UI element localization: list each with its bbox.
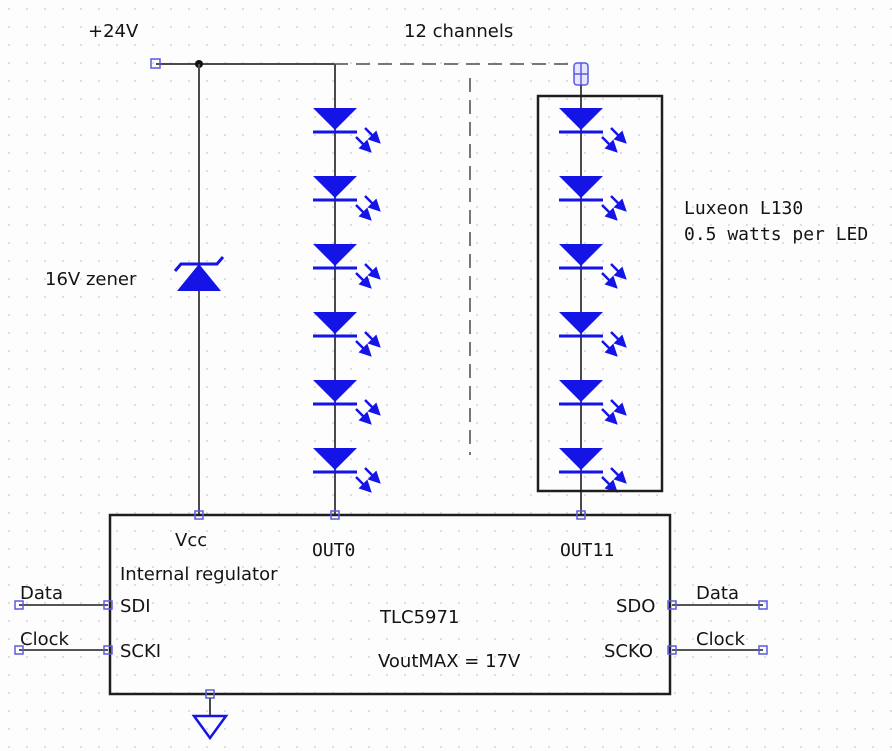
clock-in-wire [14, 645, 113, 655]
light-emission-arrow [601, 272, 618, 289]
supply-label: +24V [88, 21, 139, 42]
clock-in-label: Clock [20, 629, 69, 650]
led-diode-icon [313, 108, 381, 153]
light-emission-arrow [355, 340, 372, 357]
led-power-label: 0.5 watts per LED [684, 224, 868, 245]
light-emission-arrow [355, 476, 372, 493]
led-string-out0 [313, 64, 381, 515]
led-diode-icon [313, 312, 381, 357]
light-emission-arrow [610, 263, 627, 280]
supply-pin-icon [150, 58, 161, 69]
data-out-wire [667, 600, 768, 610]
light-emission-arrow [355, 136, 372, 153]
led-part-label: Luxeon L130 [684, 198, 803, 219]
data-in-wire [14, 600, 113, 610]
light-emission-arrow [364, 263, 381, 280]
light-emission-arrow [364, 127, 381, 144]
data-in-label: Data [20, 583, 63, 604]
led-diode-icon [559, 380, 627, 425]
light-emission-arrow [610, 127, 627, 144]
light-emission-arrow [364, 195, 381, 212]
light-emission-arrow [355, 408, 372, 425]
pin-scki-label: SCKI [120, 641, 161, 662]
pin-vcc-label: Vcc [175, 530, 207, 551]
light-emission-arrow [610, 331, 627, 348]
led-diode-icon [559, 448, 627, 493]
light-emission-arrow [610, 399, 627, 416]
zener-diode-icon [173, 256, 225, 291]
light-emission-arrow [601, 408, 618, 425]
pin-scko-label: SCKO [604, 641, 653, 662]
light-emission-arrow [601, 476, 618, 493]
pin-out0-label: OUT0 [312, 540, 355, 561]
clock-out-wire [667, 645, 768, 655]
led-diode-icon [559, 244, 627, 289]
led-diode-icon [313, 176, 381, 221]
regulator-label: Internal regulator [120, 564, 278, 585]
zener-label: 16V zener [45, 269, 137, 290]
led-diode-icon [559, 312, 627, 357]
light-emission-arrow [364, 331, 381, 348]
led-diode-icon [313, 380, 381, 425]
pin-out11-label: OUT11 [560, 540, 614, 561]
led-group-box [536, 94, 664, 493]
led-string-out11 [559, 85, 627, 515]
pin-sdo-label: SDO [616, 596, 655, 617]
light-emission-arrow [610, 467, 627, 484]
pin-sdi-label: SDI [120, 596, 151, 617]
tlc5971-chip [108, 513, 672, 696]
light-emission-arrow [364, 467, 381, 484]
ground-icon [191, 689, 229, 741]
channels-label: 12 channels [404, 21, 513, 42]
light-emission-arrow [601, 136, 618, 153]
light-emission-arrow [610, 195, 627, 212]
light-emission-arrow [364, 399, 381, 416]
led-diode-icon [313, 448, 381, 493]
data-out-label: Data [696, 583, 739, 604]
out11-pin-icon [576, 510, 586, 520]
clock-out-label: Clock [696, 629, 745, 650]
light-emission-arrow [601, 204, 618, 221]
light-emission-arrow [601, 340, 618, 357]
led-diode-icon [313, 244, 381, 289]
led-diode-icon [559, 108, 627, 153]
vcc-pin-icon [194, 510, 204, 520]
out0-pin-icon [330, 510, 340, 520]
light-emission-arrow [355, 272, 372, 289]
chip-name-label: TLC5971 [379, 607, 459, 628]
light-emission-arrow [355, 204, 372, 221]
vout-max-label: VoutMAX = 17V [378, 651, 521, 672]
bus-connector-icon [573, 62, 589, 86]
led-diode-icon [559, 176, 627, 221]
